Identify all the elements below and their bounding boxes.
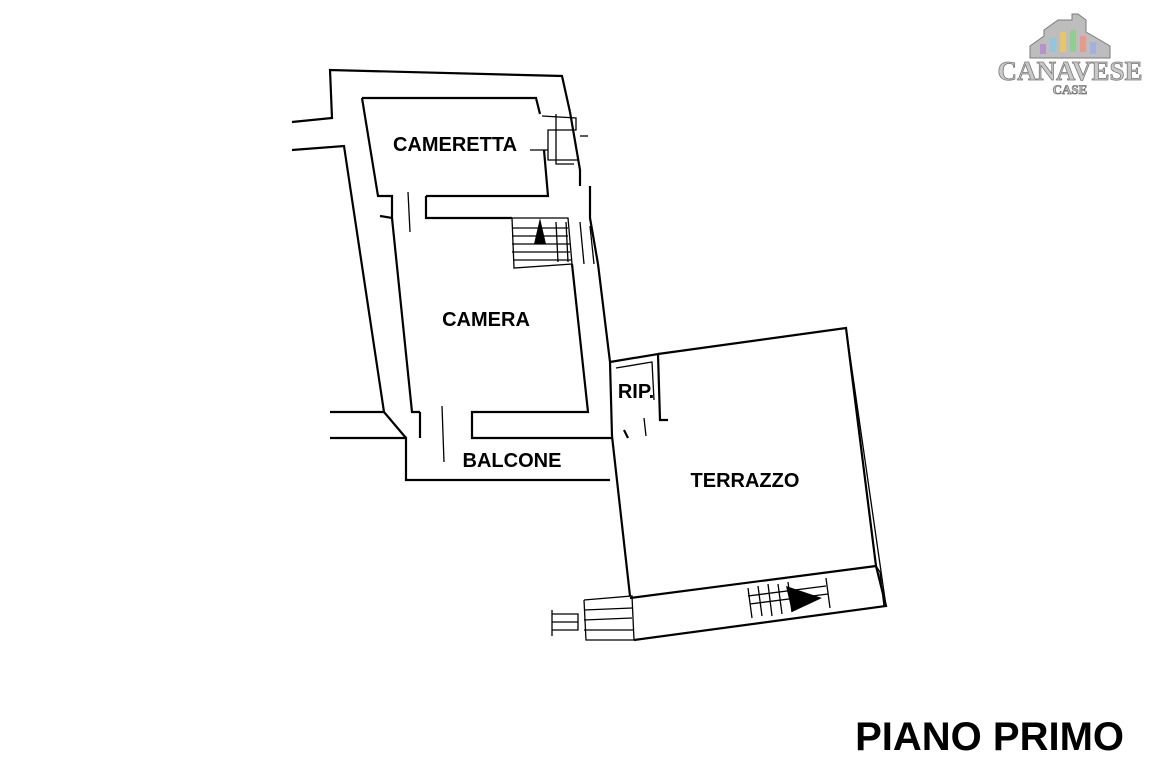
interior-stairs xyxy=(511,217,595,269)
room-label-rip: RIP. xyxy=(618,381,654,403)
room-label-camera: CAMERA xyxy=(442,309,530,331)
logo-name: CANAVESE xyxy=(997,56,1142,86)
plan-title: PIANO PRIMO xyxy=(855,715,1124,759)
stair-arrow-icon xyxy=(534,218,546,244)
logo-sub: CASE xyxy=(1053,82,1088,97)
room-label-balcone: BALCONE xyxy=(463,450,562,472)
house-icon xyxy=(1029,13,1111,59)
terrazzo-walls xyxy=(551,326,888,642)
terrace-stair-arrow-icon xyxy=(786,586,822,612)
logo: CANAVESE CASE xyxy=(997,13,1143,97)
walls-main xyxy=(291,68,614,482)
ripostiglio xyxy=(609,352,668,439)
room-label-cameretta: CAMERETTA xyxy=(393,134,517,156)
room-label-terrazzo: TERRAZZO xyxy=(691,470,800,492)
